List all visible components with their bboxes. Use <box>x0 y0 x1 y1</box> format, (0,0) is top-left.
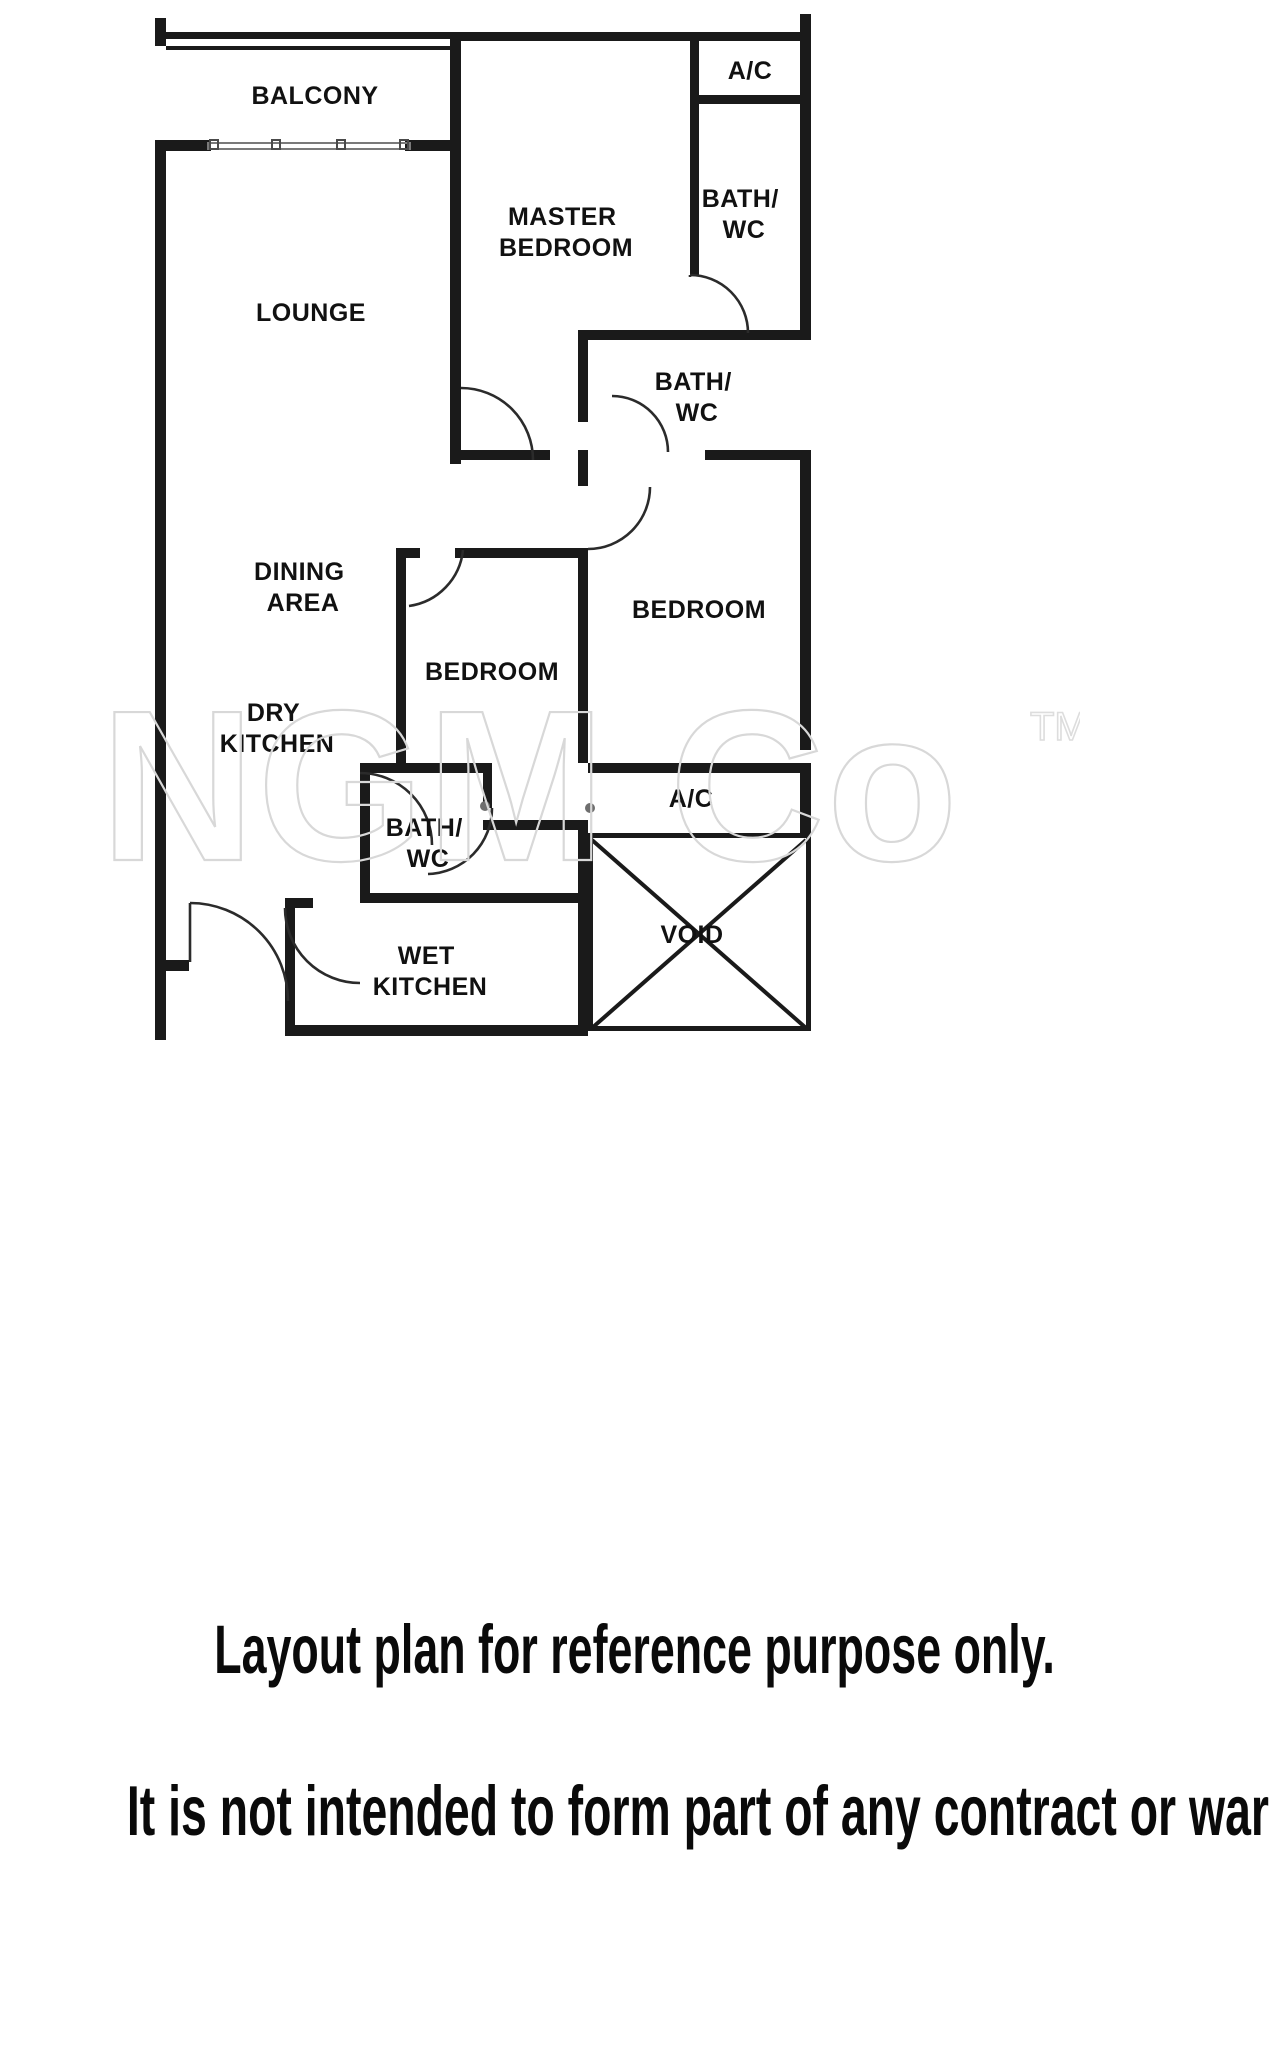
wall-bedroom-right-left <box>578 548 588 763</box>
door-arc-entrance <box>189 901 290 1002</box>
room-label-void: VOID <box>660 921 723 949</box>
wall-void-bottom <box>588 1026 811 1031</box>
room-label-lounge: LOUNGE <box>256 299 366 327</box>
room-label-bedroom-middle: BEDROOM <box>425 658 559 686</box>
room-label-bedroom-right: BEDROOM <box>632 596 766 624</box>
wall-outer-left-lower-nib <box>155 960 189 971</box>
room-label-bath-wc-wet: BATH/ WC <box>386 814 470 873</box>
door-arc-common-bath <box>611 394 670 453</box>
wall-common-bath-left <box>578 330 588 422</box>
wall-balcony-right <box>450 32 461 464</box>
door-arc-bedroom-middle <box>408 549 465 608</box>
wall-void-right <box>806 838 811 1030</box>
wall-wet-kitchen-bottom <box>285 1025 588 1036</box>
room-label-ac-lower: A/C <box>669 785 714 813</box>
void-diagonal-2 <box>590 838 808 1030</box>
wall-service-corridor-top <box>483 820 588 830</box>
wall-service-corridor-right <box>578 820 588 903</box>
wall-bath-wet-top <box>360 763 492 773</box>
wall-outer-right-upper <box>800 36 811 336</box>
disclaimer-block: Layout plan for reference purpose only. … <box>0 1470 1269 1847</box>
wall-bath-wet-right-nib <box>483 763 492 808</box>
room-label-master-bedroom: MASTER BEDROOM <box>499 203 633 262</box>
wall-outer-right-mid <box>800 450 811 750</box>
disclaimer-line-2: It is not intended to form part of any c… <box>126 1771 1269 1852</box>
room-label-balcony: BALCONY <box>251 82 378 110</box>
wall-void-left <box>588 838 593 1030</box>
door-arc-wet-kitchen <box>283 907 361 985</box>
wall-bedroom-mid-topnib <box>396 548 420 558</box>
wall-wet-kitchen-left <box>285 898 295 1033</box>
wall-common-bath-top <box>578 330 811 340</box>
wall-wet-kitchen-right <box>578 898 588 1036</box>
floor-plan-drawing: BALCONY A/C MASTER BEDROOM BATH/ WC LOUN… <box>155 14 811 1040</box>
wall-service-corridor-bottom <box>492 893 588 903</box>
balcony-door-panel-4 <box>399 139 409 150</box>
room-label-dining-area: DINING AREA <box>254 558 352 617</box>
void-cross-hatch <box>590 838 808 1030</box>
wall-outer-right-lower <box>800 763 811 838</box>
room-label-wet-kitchen: WET KITCHEN <box>373 942 488 1001</box>
floor-plan-container: BALCONY A/C MASTER BEDROOM BATH/ WC LOUN… <box>100 14 1080 1040</box>
balcony-door-panel-2 <box>271 139 281 150</box>
balcony-door-panel-3 <box>336 139 346 150</box>
wall-ac-lower-bottom <box>588 833 811 838</box>
door-arc-bedroom-right <box>587 486 652 551</box>
room-label-dry-kitchen: DRY KITCHEN <box>220 699 335 758</box>
disclaimer-line-1: Layout plan for reference purpose only. <box>214 1610 1055 1688</box>
balcony-door-right-jamb <box>405 140 455 151</box>
wall-outer-right-topcap <box>800 14 811 42</box>
wall-corridor-bottom-left <box>455 450 550 460</box>
wall-bedroom-mid-left <box>396 548 406 763</box>
room-label-bath-wc-master: BATH/ WC <box>702 185 786 244</box>
door-swing-group <box>188 273 750 1002</box>
balcony-door-panel-1 <box>209 139 219 150</box>
hinge-marker-1 <box>480 801 490 811</box>
door-arc-dry-kitchen <box>359 771 434 846</box>
hinge-marker-2 <box>585 803 595 813</box>
door-arc-master-bath <box>689 273 750 334</box>
balcony-door-track <box>207 142 411 150</box>
door-arc-bath-wet <box>427 807 494 876</box>
wall-balcony-outer-top <box>160 32 456 39</box>
wall-bedroom-right-top <box>455 548 588 558</box>
door-arc-master-bedroom <box>460 386 535 461</box>
balcony-door-left-jamb <box>166 140 211 151</box>
door-hinge-group <box>480 801 595 813</box>
room-label-group: BALCONY A/C MASTER BEDROOM BATH/ WC LOUN… <box>220 57 786 1001</box>
wall-outer-left <box>155 140 166 1040</box>
wall-balcony-inner-top <box>166 46 456 50</box>
balcony-sliding-door <box>166 139 455 151</box>
room-label-bath-wc-common: BATH/ WC <box>655 368 739 427</box>
wall-bath-wet-bottom <box>360 893 492 903</box>
wall-ac-top-bottom <box>690 95 811 104</box>
wall-outer-top-right <box>455 32 810 41</box>
wall-bath-wet-left <box>360 763 370 898</box>
wall-ac-top-left <box>690 36 699 98</box>
room-label-ac-top: A/C <box>728 57 773 85</box>
wall-master-bath-left <box>690 100 699 275</box>
wall-wet-kitchen-topnib <box>285 898 313 908</box>
wall-common-bath-bottom-right <box>705 450 811 460</box>
wall-corridor-nib <box>578 450 588 486</box>
wall-ac-lower-top <box>588 763 811 773</box>
wall-group <box>155 14 811 1040</box>
